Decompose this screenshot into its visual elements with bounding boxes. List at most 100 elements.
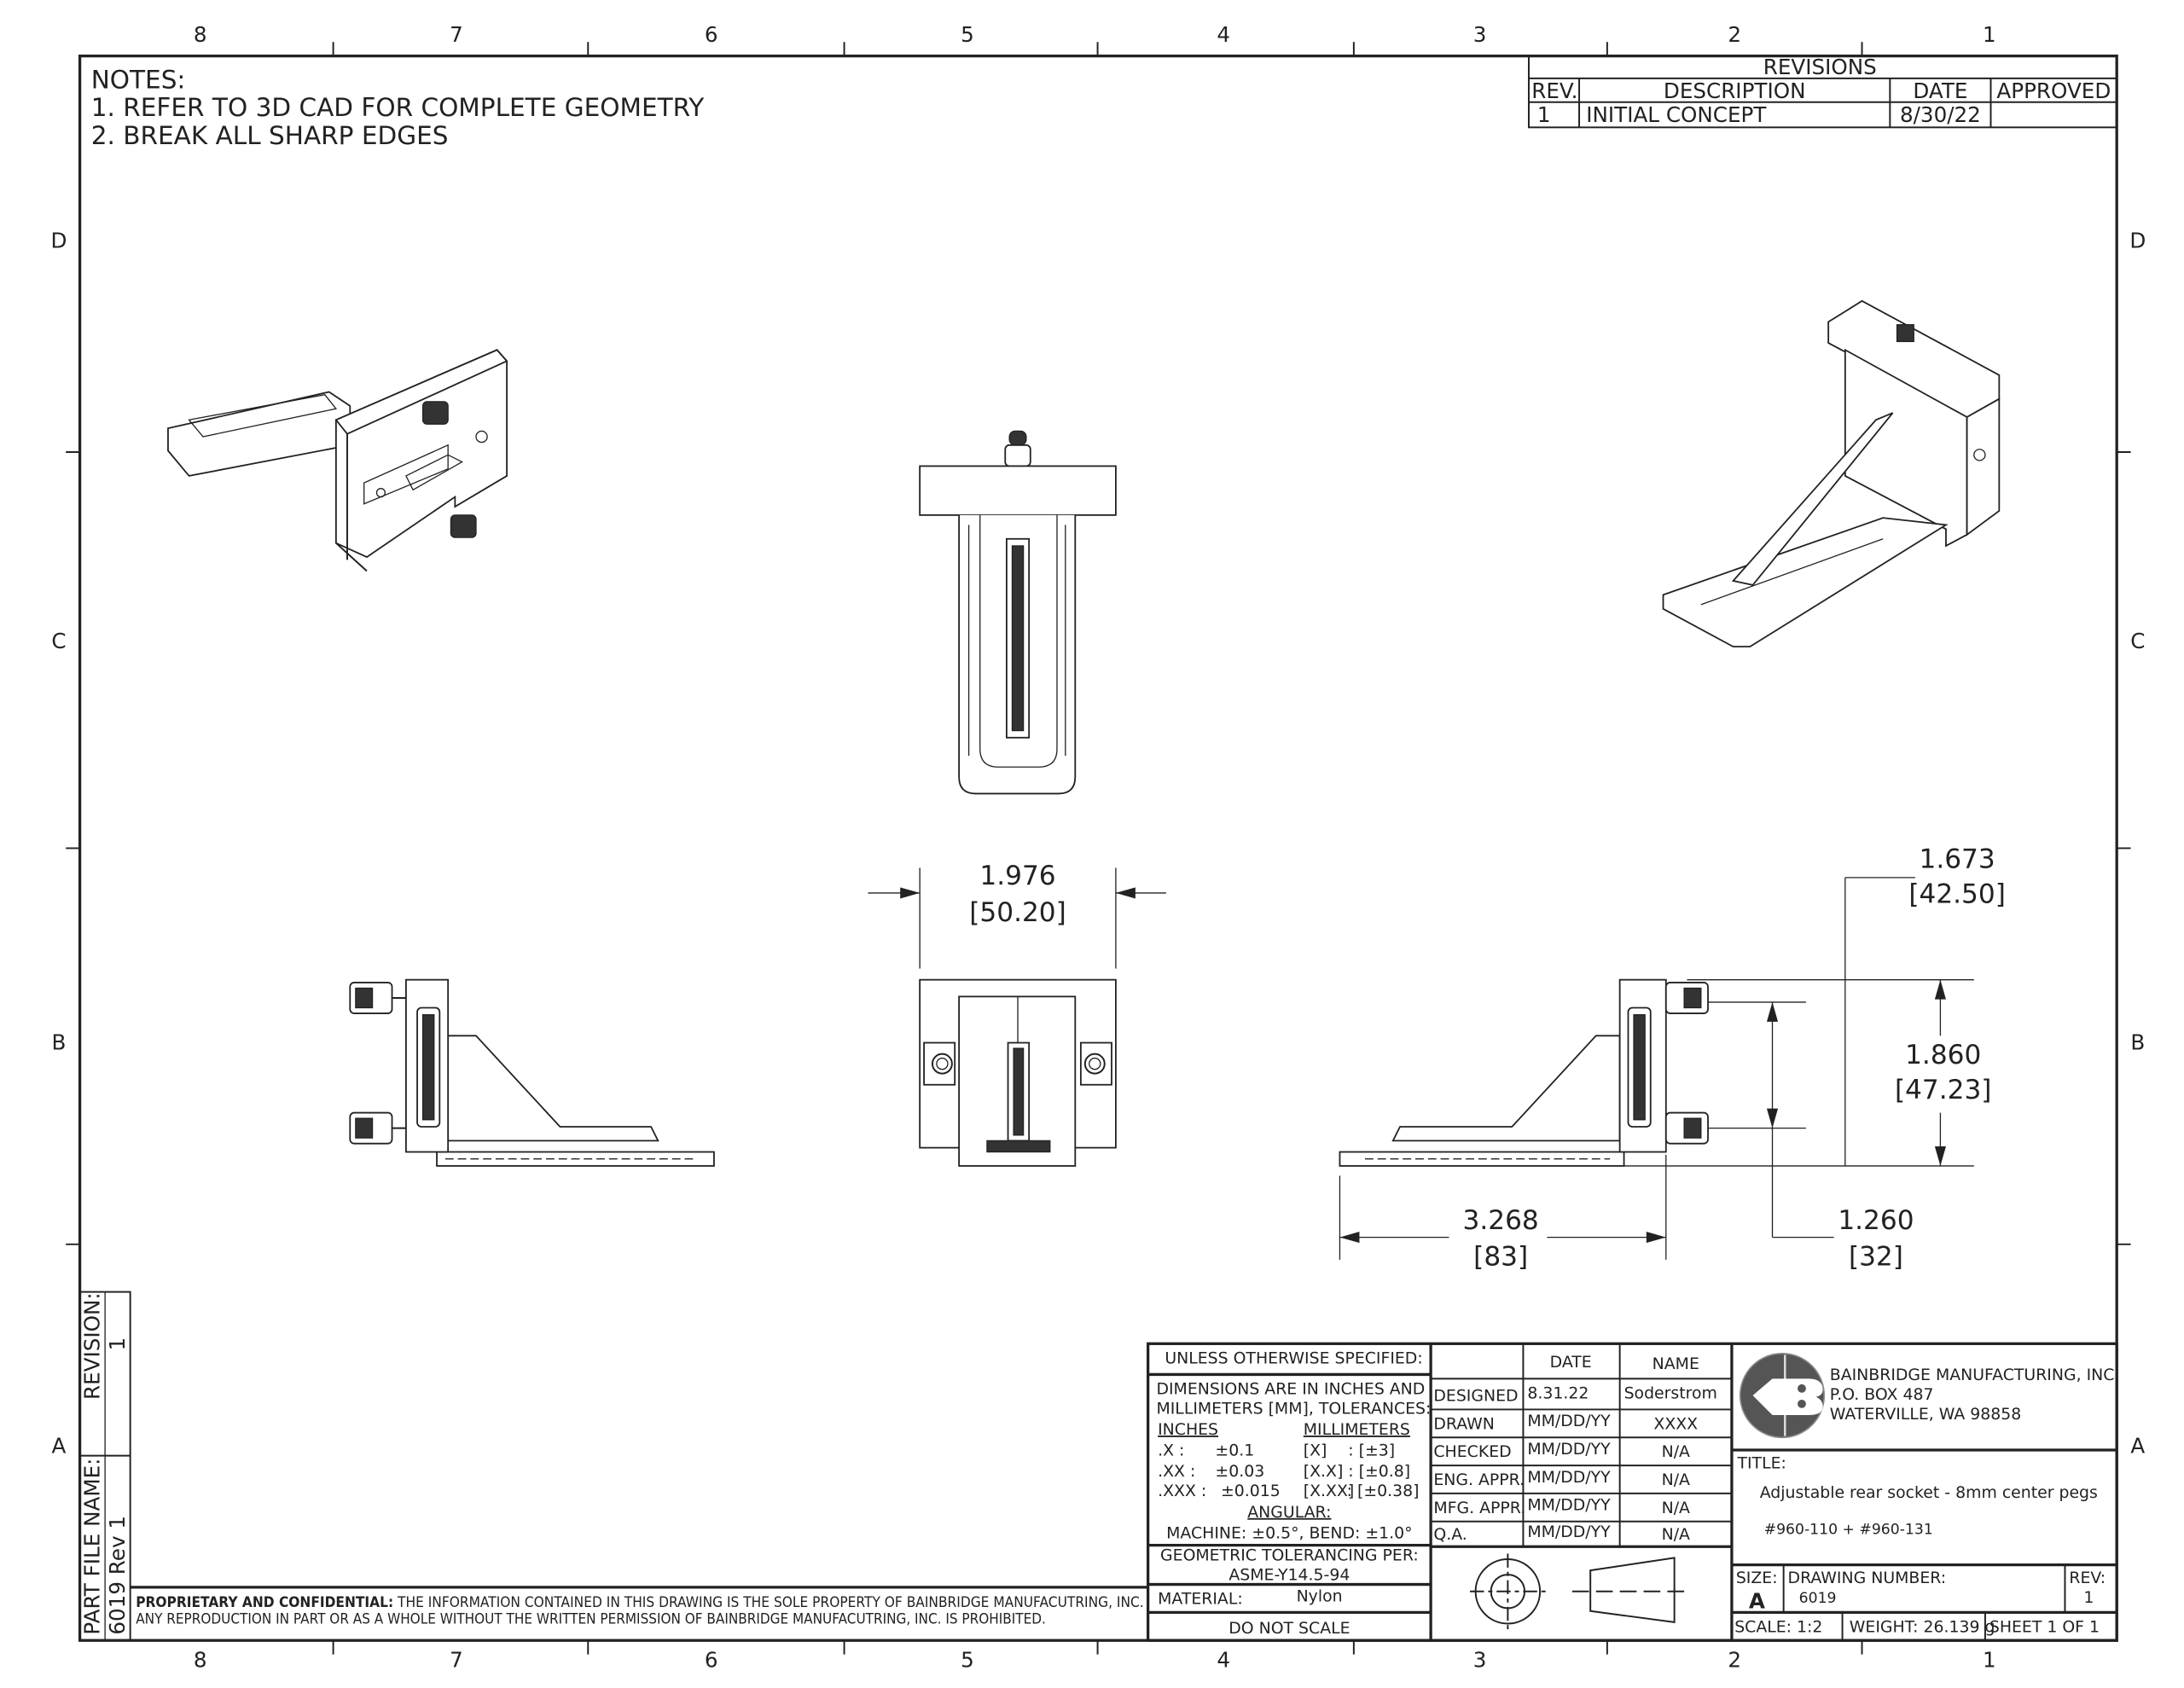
zone-column-label: 4 (1217, 1647, 1230, 1672)
zone-column-label: 8 (194, 1647, 207, 1672)
zone-row-label: D (2129, 228, 2146, 252)
company-address-2: WATERVILLE, WA 98858 (1830, 1405, 2021, 1424)
date-header: DATE (1913, 78, 1967, 103)
sheet: SHEET 1 OF 1 (1989, 1617, 2100, 1636)
dims-line1: DIMENSIONS ARE IN INCHES AND (1156, 1379, 1425, 1398)
zone-row-label: C (51, 629, 66, 653)
size-value: A (1749, 1588, 1765, 1613)
size-label: SIZE: (1736, 1569, 1778, 1587)
approval-role: DRAWN (1433, 1414, 1495, 1433)
dim-width-mm: [50.20] (969, 897, 1066, 928)
isometric-view-left (167, 349, 508, 572)
approval-date: MM/DD/YY (1527, 1468, 1611, 1487)
zone-column-label: 3 (1473, 22, 1487, 47)
approval-role: Q.A. (1433, 1525, 1467, 1544)
approval-name: N/A (1662, 1525, 1690, 1544)
note-2: 2. BREAK ALL SHARP EDGES (91, 121, 449, 150)
mm-label: MILLIMETERS (1304, 1420, 1410, 1439)
company-logo (1739, 1352, 1826, 1439)
rev-label: REV: (2069, 1569, 2106, 1587)
scale: SCALE: 1:2 (1734, 1617, 1822, 1636)
dims-line2: MILLIMETERS [MM], TOLERANCES: (1156, 1399, 1431, 1418)
zone-column-label: 1 (1983, 22, 1996, 47)
material-label: MATERIAL: (1158, 1590, 1243, 1609)
approval-row: ENG. APPR.MM/DD/YY N/A (1433, 1468, 1690, 1489)
approval-date: MM/DD/YY (1527, 1440, 1611, 1459)
approval-role: CHECKED (1433, 1442, 1511, 1461)
do-not-scale: DO NOT SCALE (1228, 1619, 1350, 1638)
title-label: TITLE: (1736, 1453, 1786, 1472)
zone-row-label: B (52, 1030, 67, 1055)
approval-name: N/A (1662, 1499, 1690, 1517)
tol-mm: : [±0.8] (1348, 1462, 1410, 1481)
angular-label: ANGULAR: (1247, 1503, 1331, 1522)
company-address-1: P.O. BOX 487 (1830, 1385, 1934, 1404)
tol-in: ±0.1 (1215, 1441, 1254, 1460)
dim-center-mm: [32] (1849, 1241, 1903, 1272)
approval-name: Soderstrom (1624, 1383, 1717, 1402)
zone-row-label: C (2130, 629, 2145, 653)
date-column-header: DATE (1550, 1353, 1592, 1372)
dim-span-in: 1.860 (1905, 1040, 1981, 1070)
material-value: Nylon (1297, 1586, 1343, 1605)
revisions-title: REVISIONS (1763, 55, 1877, 79)
tol-mm-key: [X.XX] (1304, 1482, 1354, 1500)
zone-column-label: 7 (450, 1647, 463, 1672)
zone-row-label: A (52, 1433, 67, 1458)
approval-role: MFG. APPR. (1433, 1499, 1525, 1517)
zone-column-label: 6 (705, 1647, 718, 1672)
svg-text:PROPRIETARY AND CONFIDENTIAL:: PROPRIETARY AND CONFIDENTIAL: THE INFORM… (136, 1594, 1143, 1611)
zone-column-label: 3 (1473, 1647, 1487, 1672)
revisions-table: REVISIONS REV. DESCRIPTION DATE APPROVED… (1527, 55, 2118, 129)
side-view-left (349, 978, 715, 1167)
tol-mm: : [±0.38] (1347, 1482, 1420, 1500)
approval-role: ENG. APPR. (1433, 1470, 1525, 1489)
tol-key: .X : (1158, 1441, 1184, 1460)
proprietary-notice: PROPRIETARY AND CONFIDENTIAL: THE INFORM… (130, 1586, 1148, 1628)
approval-date: MM/DD/YY (1527, 1523, 1611, 1541)
dim-width-in: 1.976 (979, 861, 1055, 891)
rev-header: REV. (1531, 78, 1577, 103)
zone-row-label: A (2130, 1433, 2145, 1458)
approval-name: N/A (1662, 1470, 1690, 1489)
weight: WEIGHT: 26.139 g (1850, 1617, 1995, 1636)
dimensions: 1.976 [50.20] 1.673 [42.50] 1.860 [47.23… (868, 844, 2006, 1272)
tol-in: ±0.03 (1215, 1462, 1264, 1481)
dim-length-mm: [83] (1473, 1241, 1528, 1272)
tol-in: ±0.015 (1221, 1482, 1281, 1500)
inches-label: INCHES (1158, 1420, 1218, 1439)
drawing-number: 6019 (1799, 1590, 1837, 1607)
notes: NOTES: 1. REFER TO 3D CAD FOR COMPLETE G… (91, 65, 706, 150)
zone-column-label: 8 (194, 22, 207, 47)
zone-column-label: 5 (961, 1647, 974, 1672)
zone-column-label: 4 (1217, 22, 1230, 47)
title-block: UNLESS OTHERWISE SPECIFIED: DIMENSIONS A… (1146, 1342, 2118, 1642)
angular-value: MACHINE: ±0.5°, BEND: ±1.0° (1166, 1523, 1412, 1542)
proprietary-line1: THE INFORMATION CONTAINED IN THIS DRAWIN… (397, 1594, 1144, 1611)
revision-row-description: INITIAL CONCEPT (1586, 102, 1767, 127)
approval-date: 8.31.22 (1527, 1383, 1589, 1402)
zone-column-label: 5 (961, 22, 974, 47)
unless-specified: UNLESS OTHERWISE SPECIFIED: (1165, 1349, 1422, 1367)
company-name: BAINBRIDGE MANUFACTURING, INC (1830, 1366, 2115, 1384)
approval-name: XXXX (1653, 1414, 1698, 1433)
tol-key: .XX : (1158, 1462, 1195, 1481)
end-view (919, 978, 1117, 1167)
geometric-value: ASME-Y14.5-94 (1228, 1566, 1350, 1585)
approval-date: MM/DD/YY (1527, 1412, 1611, 1430)
zone-column-label: 7 (450, 22, 463, 47)
part-file-name-label: PART FILE NAME: (80, 1459, 105, 1635)
tol-mm-key: [X] (1304, 1441, 1327, 1460)
tol-mm-key: [X.X] (1304, 1462, 1344, 1481)
revision-value: 1 (105, 1337, 130, 1351)
part-numbers: #960-110 + #960-131 (1764, 1521, 1933, 1538)
note-1: 1. REFER TO 3D CAD FOR COMPLETE GEOMETRY (91, 93, 706, 122)
top-view (919, 430, 1117, 795)
approval-row: Q.A. MM/DD/YY N/A (1433, 1523, 1690, 1544)
proprietary-bold: PROPRIETARY AND CONFIDENTIAL: (136, 1594, 393, 1611)
